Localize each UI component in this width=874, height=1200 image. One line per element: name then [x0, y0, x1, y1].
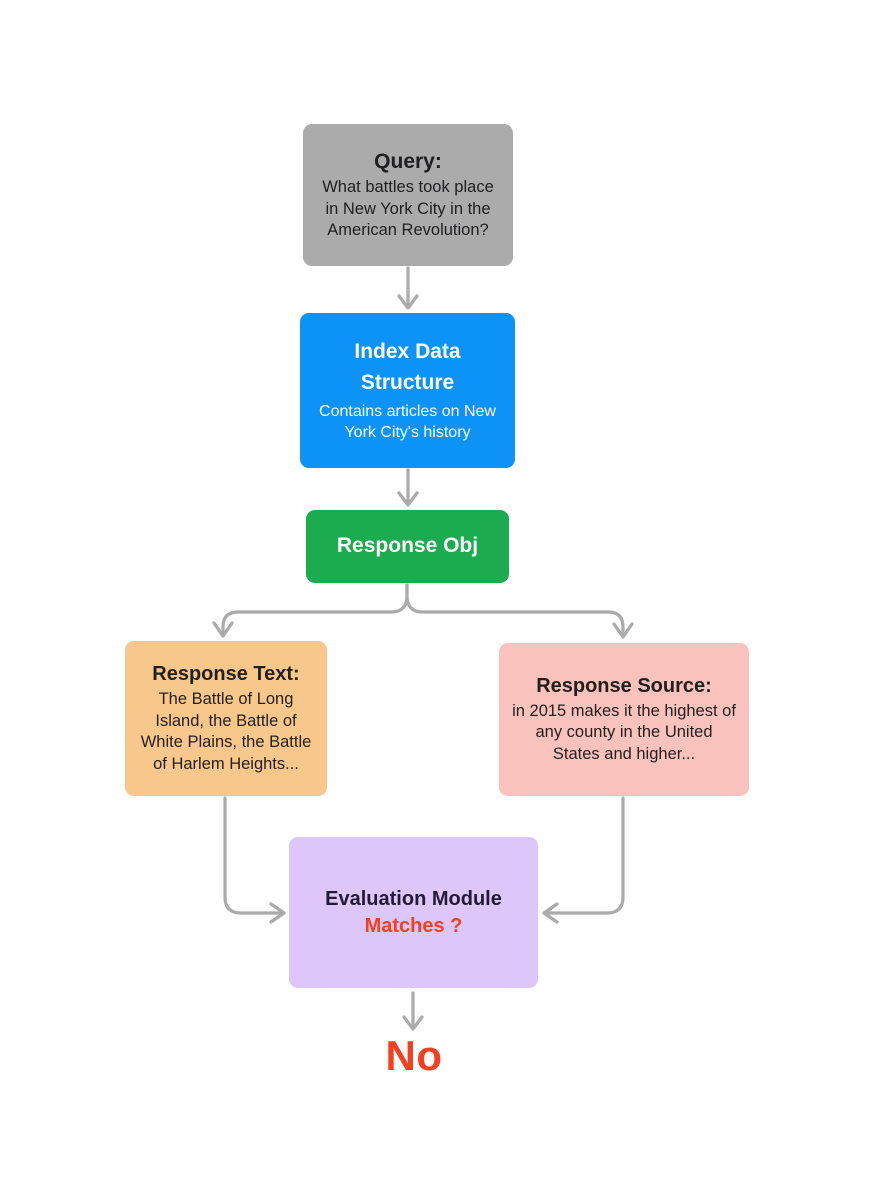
arrow-response-text-to-evaluation [223, 796, 286, 924]
node-response-obj-title: Response Obj [336, 534, 479, 558]
node-index-body: Contains articles on New York City's his… [319, 403, 496, 441]
node-response-text[interactable]: Response Text: The Battle of Long Island… [125, 641, 327, 796]
node-query-title: Query: [374, 149, 442, 173]
node-index-data-structure[interactable]: Index Data Structure Contains articles o… [300, 313, 515, 468]
node-response-text-body: The Battle of Long Island, the Battle of… [140, 690, 312, 773]
arrow-response-source-to-evaluation [542, 796, 625, 924]
node-response-source-title: Response Source: [536, 674, 712, 697]
node-index-title: Index Data Structure [354, 340, 461, 394]
arrow-evaluation-to-answer [402, 991, 424, 1031]
node-evaluation-module-title: Evaluation Module [325, 888, 502, 911]
final-answer-label: No [385, 1032, 443, 1079]
node-response-obj[interactable]: Response Obj [306, 510, 509, 583]
arrow-query-to-index [397, 266, 419, 310]
arrow-index-to-response-obj [397, 468, 419, 507]
node-response-text-title: Response Text: [152, 663, 300, 686]
node-evaluation-module[interactable]: Evaluation Module Matches ? [289, 837, 538, 988]
node-query[interactable]: Query: What battles took place in New Yo… [303, 124, 513, 266]
node-response-source[interactable]: Response Source: in 2015 makes it the hi… [499, 643, 749, 796]
node-response-source-body: in 2015 makes it the highest of any coun… [512, 701, 736, 763]
node-evaluation-module-question: Matches ? [364, 914, 463, 937]
arrow-response-obj-split [212, 583, 634, 639]
node-query-body: What battles took place in New York City… [322, 178, 494, 239]
